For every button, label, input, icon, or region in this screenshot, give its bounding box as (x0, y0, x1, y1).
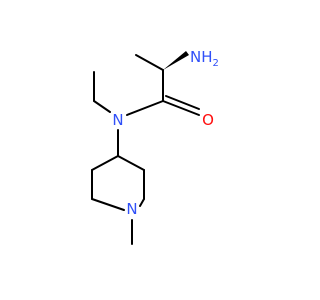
bond-alpha-methyl (135, 54, 164, 71)
atom-ring-nitrogen-label: N (126, 200, 137, 218)
bond-layer (91, 51, 200, 245)
atom-amine-label: NH2 (190, 48, 219, 69)
bond-ring-c2b-n (139, 198, 145, 207)
structure-canvas: NH2 O N N (91, 48, 219, 245)
bond-carbonyl-o-1 (162, 100, 200, 116)
atom-amide-nitrogen-label: N (112, 111, 123, 129)
amine-main-text: NH (190, 48, 213, 66)
bond-ring-c4-c3a (91, 155, 119, 171)
amine-subscript: 2 (213, 58, 219, 69)
bond-ring-c2a-n (91, 198, 125, 211)
atom-oxygen-label: O (202, 111, 214, 129)
bond-n-ethyl-ch2 (93, 100, 111, 113)
bond-carbonyl-n (126, 100, 164, 116)
bond-ring-c4-c3b (117, 155, 145, 171)
stereo-wedge-bond (163, 51, 189, 70)
bond-carbonyl-o-2 (165, 95, 200, 110)
molecule-structure: NH2 O N N (91, 48, 219, 245)
